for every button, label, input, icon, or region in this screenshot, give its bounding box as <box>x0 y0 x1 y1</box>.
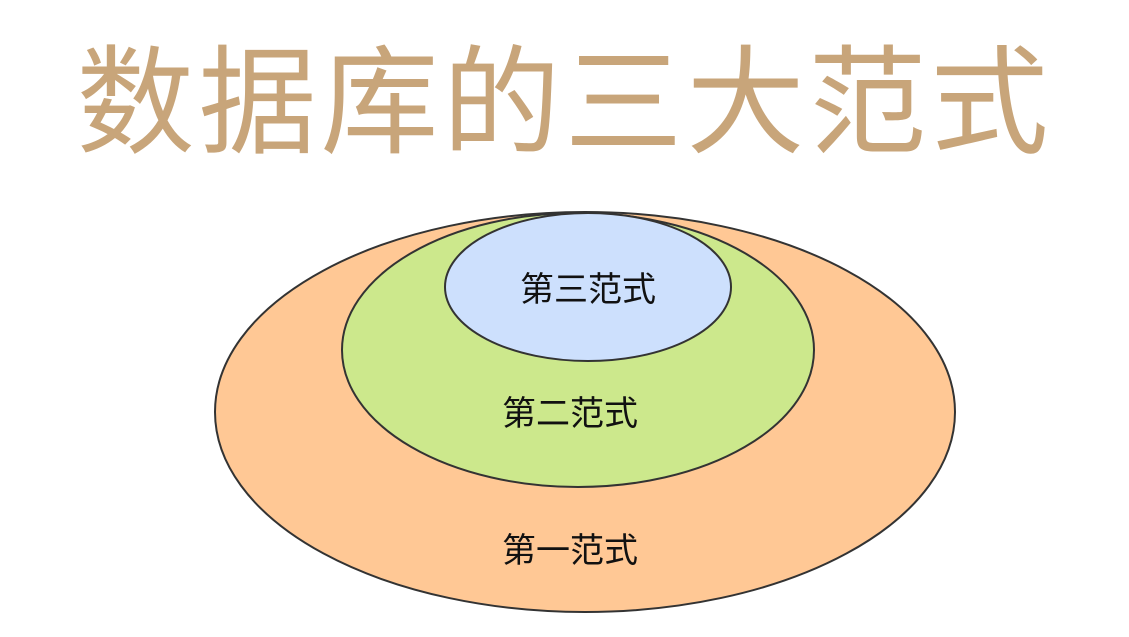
diagram-title: 数据库的三大范式 <box>76 34 1053 172</box>
third-normal-form-ellipse <box>444 212 732 362</box>
second-normal-form-label: 第二范式 <box>502 394 638 434</box>
first-normal-form-label: 第一范式 <box>502 531 638 571</box>
third-normal-form-label: 第三范式 <box>520 270 656 310</box>
